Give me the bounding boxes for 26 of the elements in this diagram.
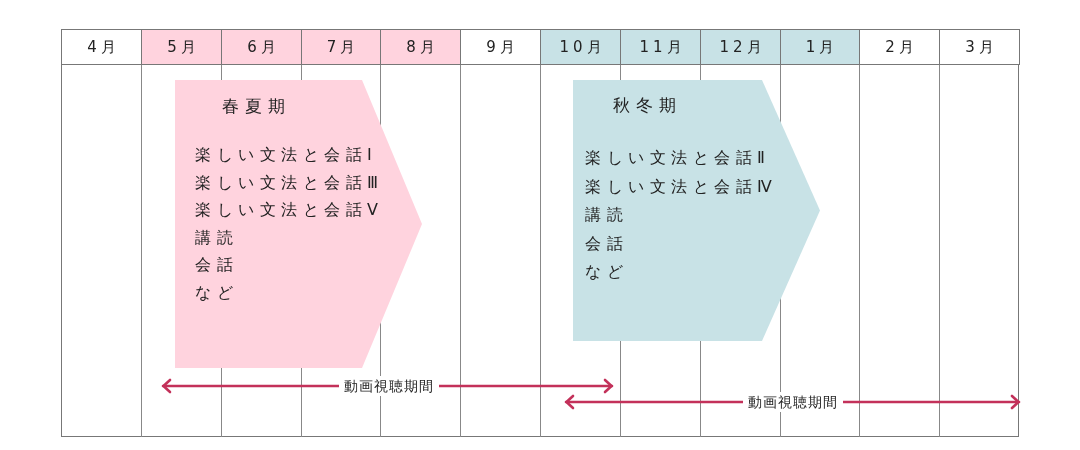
list-item: 会話: [585, 232, 628, 255]
season-heading: 秋冬期: [613, 94, 682, 116]
month-header-cell: 3月: [939, 29, 1020, 65]
season-heading: 春夏期: [222, 95, 291, 117]
period-label: 動画視聴期間: [339, 376, 439, 396]
list-item: など: [585, 261, 628, 283]
month-header-cell: 5月: [141, 29, 222, 65]
list-item: 会話: [195, 254, 238, 276]
month-header-cell: 7月: [301, 29, 381, 65]
month-header-cell: 10月: [540, 29, 621, 65]
list-item: 楽しい文法と会話Ⅴ: [195, 199, 384, 221]
month-header-cell: 8月: [380, 29, 461, 65]
month-header-cell: 11月: [620, 29, 701, 65]
list-item: 講読: [585, 204, 628, 226]
pentagon-arrow-shape: [573, 80, 820, 341]
list-item: 楽しい文法と会話Ⅰ: [195, 144, 378, 166]
list-item: 講読: [195, 226, 238, 249]
list-item: 楽しい文法と会話Ⅲ: [195, 171, 384, 194]
period-label: 動画視聴期間: [743, 392, 843, 412]
month-header-cell: 1月: [780, 29, 860, 65]
pentagon-arrow-shape: [175, 80, 422, 368]
list-item: 楽しい文法と会話Ⅳ: [585, 175, 778, 198]
month-header-cell: 6月: [221, 29, 302, 65]
month-header-cell: 12月: [700, 29, 781, 65]
list-item: など: [195, 281, 238, 304]
list-item: 楽しい文法と会話Ⅱ: [585, 147, 771, 169]
